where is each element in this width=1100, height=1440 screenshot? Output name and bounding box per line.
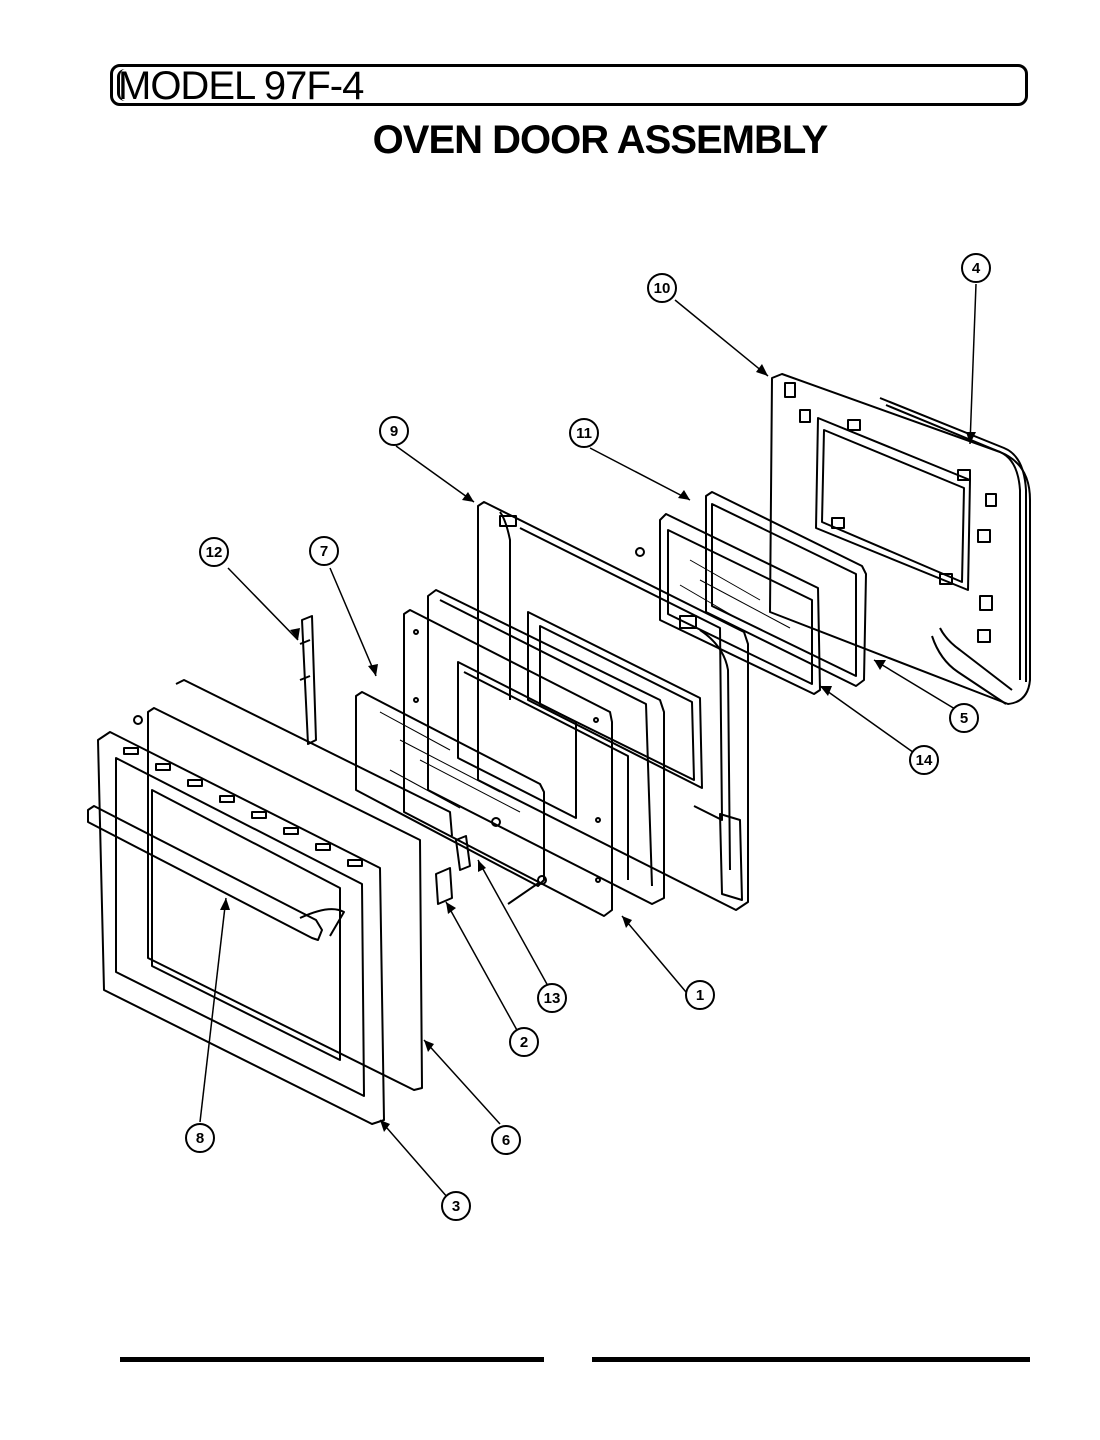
callout-number: 9 (390, 423, 398, 440)
callout-circle (685, 980, 715, 1010)
callout-7: 7 (309, 536, 339, 566)
callout-9: 9 (379, 416, 409, 446)
callout-5: 5 (949, 703, 979, 733)
footer-rule-right (592, 1357, 1030, 1362)
callout-circle (509, 1027, 539, 1057)
callout-6: 6 (491, 1125, 521, 1155)
callout-number: 11 (576, 425, 592, 442)
callout-2: 2 (509, 1027, 539, 1057)
model-number: MODEL 97F-4 (118, 64, 364, 108)
callout-13: 13 (537, 983, 567, 1013)
callout-number: 3 (452, 1198, 460, 1215)
callout-circle (309, 536, 339, 566)
callout-circle (441, 1191, 471, 1221)
callout-circle (185, 1123, 215, 1153)
callout-number: 13 (544, 990, 561, 1007)
callout-10: 10 (647, 273, 677, 303)
callout-circle (569, 418, 599, 448)
callout-circle (909, 745, 939, 775)
callout-number: 4 (972, 260, 981, 277)
callout-circle (199, 537, 229, 567)
callout-number: 10 (654, 280, 671, 297)
footer-rule-left (120, 1357, 544, 1362)
callout-8: 8 (185, 1123, 215, 1153)
callout-12: 12 (199, 537, 229, 567)
callout-number: 14 (916, 752, 933, 769)
callout-circle (379, 416, 409, 446)
callout-number: 1 (696, 987, 704, 1004)
callout-1: 1 (685, 980, 715, 1010)
callout-circle (647, 273, 677, 303)
leader-lines (199, 283, 977, 1199)
callout-11: 11 (569, 418, 599, 448)
arrowheads (220, 364, 976, 1132)
callout-circle (537, 983, 567, 1013)
insulation-pack (427, 589, 665, 905)
door-handle (87, 805, 345, 941)
callout-14: 14 (909, 745, 939, 775)
door-gasket (705, 491, 867, 687)
inner-glass (635, 513, 821, 695)
door-liner (477, 501, 749, 911)
callout-number: 12 (206, 544, 223, 561)
callout-3: 3 (441, 1191, 471, 1221)
outer-door-frame (97, 715, 385, 1125)
outer-glass (355, 691, 545, 887)
callout-circle (949, 703, 979, 733)
side-bracket (299, 615, 501, 905)
callout-number: 2 (520, 1034, 528, 1051)
inner-door-panel (403, 609, 613, 917)
callout-4: 4 (961, 253, 991, 283)
callout-circle (491, 1125, 521, 1155)
callout-number: 8 (196, 1130, 204, 1147)
callout-number: 6 (502, 1132, 510, 1149)
callout-circle (961, 253, 991, 283)
outer-door-sheet (147, 679, 453, 1091)
callout-number: 5 (960, 710, 968, 727)
rear-door-panel (769, 373, 1031, 705)
callout-number: 7 (320, 543, 328, 560)
model-frame (110, 64, 1028, 106)
page-title: OVEN DOOR ASSEMBLY (372, 118, 829, 162)
